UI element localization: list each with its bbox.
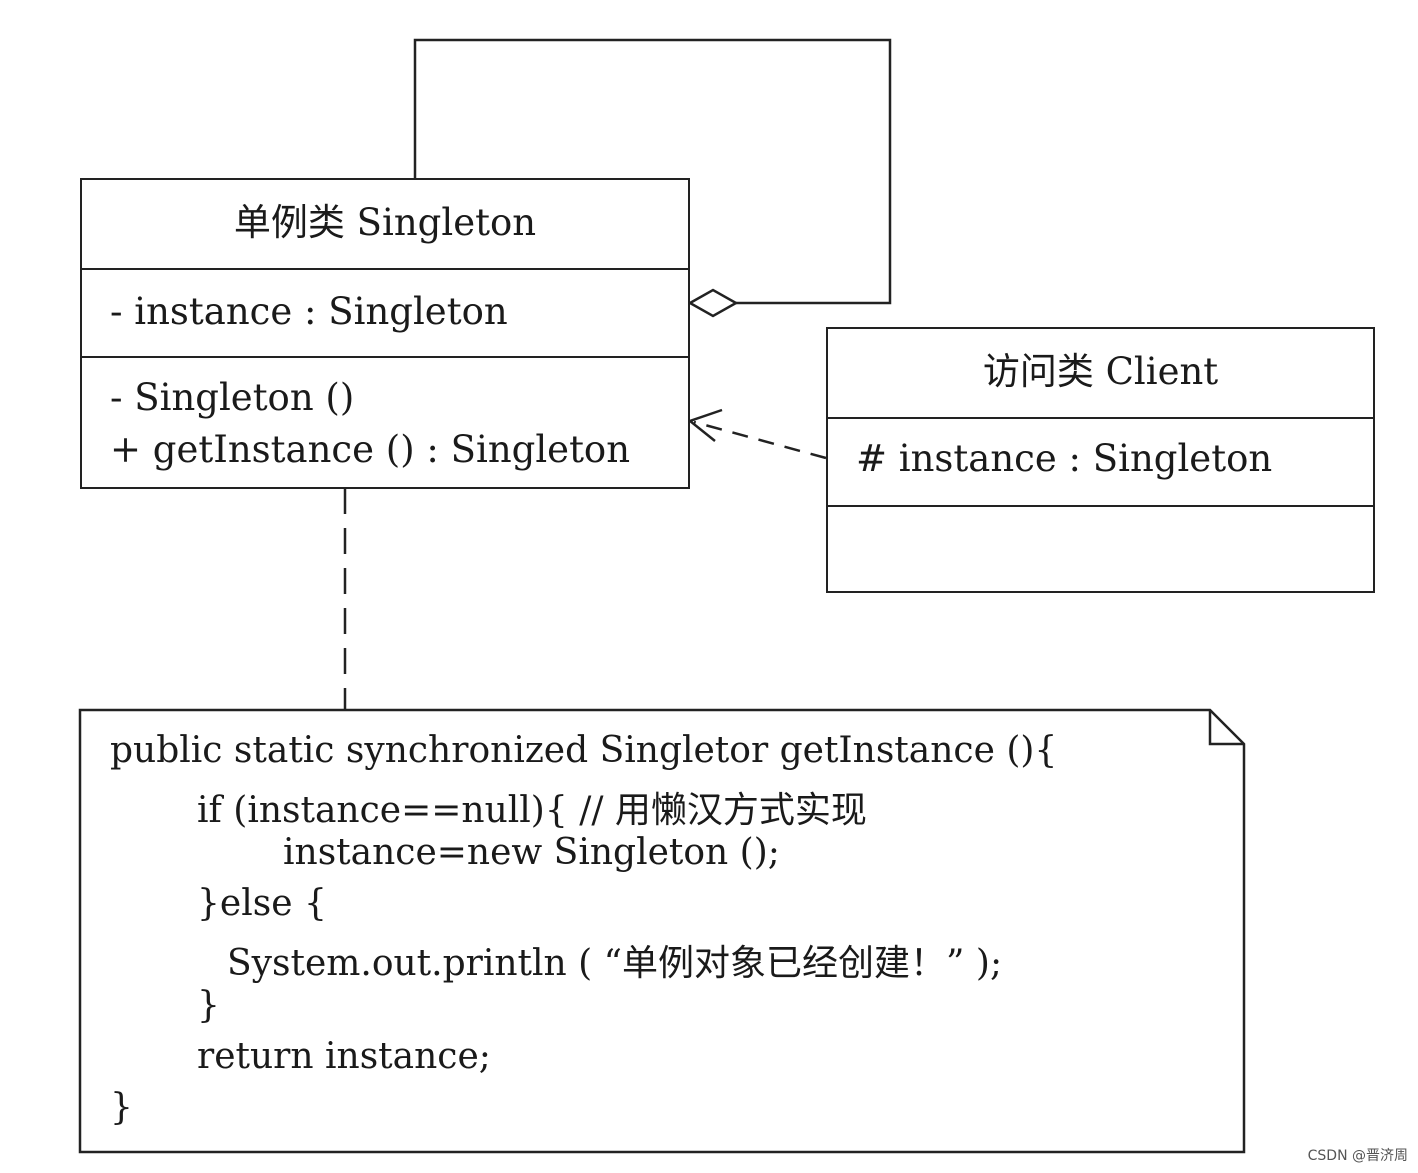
singleton-attributes-compartment: - instance : Singleton bbox=[82, 268, 688, 356]
dependency-line bbox=[693, 420, 827, 460]
note-line-6: } bbox=[197, 985, 220, 1026]
singleton-operations-compartment: - Singleton () + getInstance () : Single… bbox=[82, 356, 688, 486]
client-operations-compartment bbox=[828, 505, 1373, 590]
singleton-class-title: 单例类 Singleton bbox=[233, 201, 537, 244]
note-line-8: } bbox=[110, 1087, 133, 1128]
note-shape bbox=[78, 708, 1246, 1154]
client-attribute-instance: # instance : Singleton bbox=[856, 437, 1273, 480]
singleton-operation-getinstance: + getInstance () : Singleton bbox=[110, 428, 631, 471]
note-fold bbox=[1208, 710, 1244, 746]
singleton-attribute-instance: - instance : Singleton bbox=[110, 290, 508, 333]
note-line-4: }else { bbox=[197, 883, 327, 924]
dependency-arrowhead bbox=[687, 408, 723, 442]
note-line-5: System.out.println ( “单例对象已经创建！” ); bbox=[227, 943, 1003, 984]
aggregation-diamond bbox=[687, 288, 739, 318]
client-class-title: 访问类 Client bbox=[982, 350, 1219, 393]
client-class: 访问类 Client # instance : Singleton bbox=[826, 327, 1375, 593]
note-line-2: if (instance==null){ // 用懒汉方式实现 bbox=[197, 790, 867, 831]
self-aggregation-line bbox=[413, 38, 892, 305]
singleton-class: 单例类 Singleton - instance : Singleton - S… bbox=[80, 178, 690, 489]
note-line-3: instance=new Singleton (); bbox=[283, 832, 780, 873]
note-line-7: return instance; bbox=[197, 1036, 491, 1077]
watermark: CSDN @晋济周 bbox=[1307, 1148, 1408, 1164]
note-line-1: public static synchronized Singletor get… bbox=[110, 730, 1058, 771]
code-note: public static synchronized Singletor get… bbox=[80, 710, 1244, 1152]
singleton-operation-constructor: - Singleton () bbox=[110, 376, 355, 419]
client-name-compartment: 访问类 Client bbox=[828, 329, 1373, 417]
client-attributes-compartment: # instance : Singleton bbox=[828, 417, 1373, 505]
singleton-name-compartment: 单例类 Singleton bbox=[82, 180, 688, 268]
